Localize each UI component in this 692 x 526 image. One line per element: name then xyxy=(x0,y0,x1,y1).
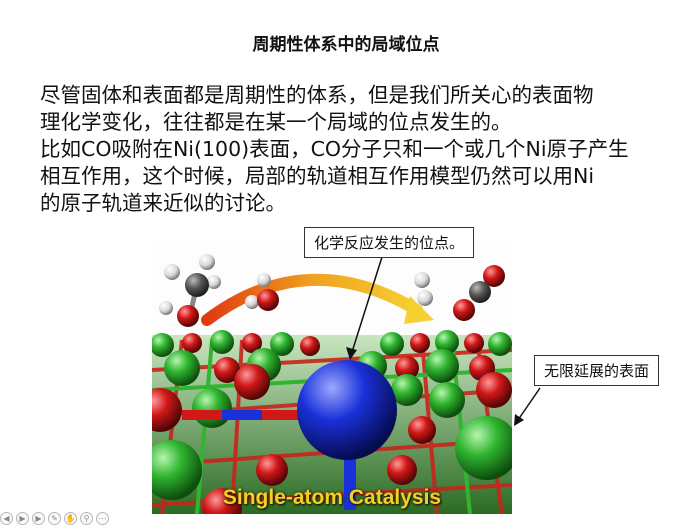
next-icon[interactable]: ▶ xyxy=(32,512,45,525)
more-icon[interactable]: ⋯ xyxy=(96,512,109,525)
methanol-molecule xyxy=(159,254,221,327)
hand-icon[interactable]: ✋ xyxy=(64,512,77,525)
pen-icon[interactable]: ✎ xyxy=(48,512,61,525)
prev-icon[interactable]: ◀ xyxy=(0,512,13,525)
catalysis-illustration xyxy=(152,254,512,514)
water-molecule xyxy=(245,273,279,311)
paragraph-line: 理化学变化，往往都是在某一个局域的位点发生的。 xyxy=(40,110,512,134)
paragraph-line: 尽管固体和表面都是周期性的体系，但是我们所关心的表面物 xyxy=(40,83,594,107)
slide-title: 周期性体系中的局域位点 xyxy=(252,35,440,55)
co2-molecule xyxy=(453,265,505,321)
zoom-icon[interactable]: ⚲ xyxy=(80,512,93,525)
figure-caption: Single-atom Catalysis xyxy=(222,486,442,509)
paragraph-line: 比如CO吸附在Ni(100)表面，CO分子只和一个或几个Ni原子产生 xyxy=(40,137,629,161)
surface-callout: 无限延展的表面 xyxy=(534,355,660,386)
single-atom-site xyxy=(297,360,397,460)
active-site-callout: 化学反应发生的位点。 xyxy=(304,227,475,258)
play-icon[interactable]: ▶ xyxy=(16,512,29,525)
slide-paragraph: 尽管固体和表面都是周期性的体系，但是我们所关心的表面物 理化学变化，往往都是在某… xyxy=(40,82,670,217)
catalysis-figure: Single-atom Catalysis xyxy=(152,240,512,514)
hydrogen-molecule xyxy=(414,272,433,306)
slideshow-toolbar: ◀ ▶ ▶ ✎ ✋ ⚲ ⋯ xyxy=(0,512,109,526)
paragraph-line: 的原子轨道来近似的讨论。 xyxy=(40,191,286,215)
paragraph-line: 相互作用，这个时候，局部的轨道相互作用模型仍然可以用Ni xyxy=(40,164,595,188)
